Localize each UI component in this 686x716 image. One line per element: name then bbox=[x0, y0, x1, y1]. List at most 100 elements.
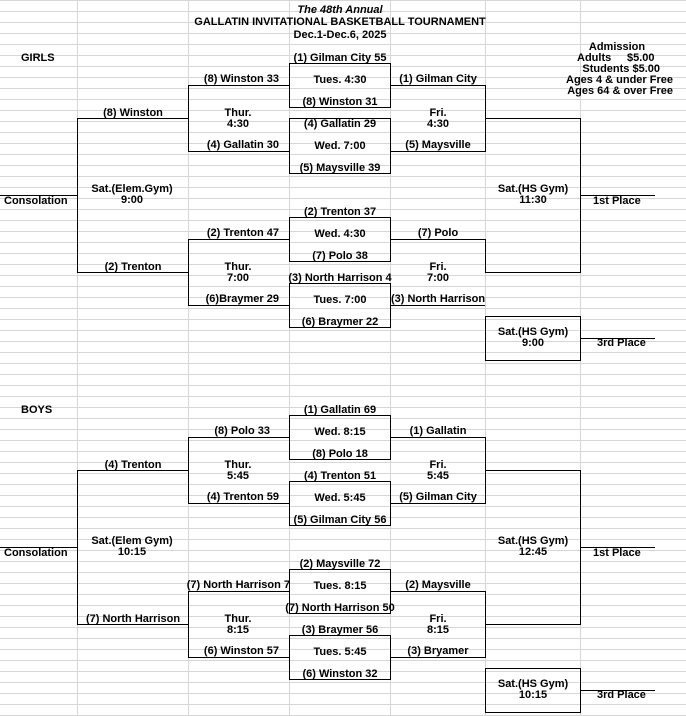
girls-cons-bottom-team: (2) Trenton bbox=[104, 261, 162, 273]
bracket-line bbox=[188, 591, 289, 592]
boys-q4-time: Tues. 5:45 bbox=[313, 646, 367, 658]
girls-fri1-day: Fri. bbox=[429, 107, 447, 119]
bracket-line bbox=[485, 118, 580, 119]
boys-q4-right-result: (3) Bryamer bbox=[407, 645, 469, 657]
bracket-line bbox=[77, 470, 188, 471]
boys-fri1-time: 5:45 bbox=[426, 470, 450, 482]
grid-column-line bbox=[77, 0, 78, 716]
boys-q3-right-result: (2) Maysville bbox=[405, 579, 471, 591]
girls-fri1-time: 4:30 bbox=[426, 118, 450, 130]
tournament-title: GALLATIN INVITATIONAL BASKETBALL TOURNAM… bbox=[194, 16, 486, 28]
admission-adults-price: $5.00 bbox=[627, 52, 655, 64]
bracket-line bbox=[580, 690, 655, 691]
boys-q2-team-b: (5) Gilman City 56 bbox=[293, 514, 387, 526]
girls-thu2-day: Thur. bbox=[224, 261, 252, 273]
girls-q1-team-b: (8) Winston 31 bbox=[302, 96, 378, 108]
boys-fri1-day: Fri. bbox=[429, 459, 447, 471]
bracket-line bbox=[77, 470, 78, 625]
boys-sat-elem-gym: Sat.(Elem Gym) bbox=[91, 535, 173, 547]
grid-column-line bbox=[289, 0, 290, 716]
girls-thu2-time: 7:00 bbox=[226, 272, 250, 284]
header-line1: The 48th Annual bbox=[297, 4, 383, 16]
boys-thu2-time: 8:15 bbox=[226, 624, 250, 636]
bracket-line bbox=[485, 470, 580, 471]
girls-sat-hs-time: 11:30 bbox=[519, 194, 547, 206]
girls-q2-time: Wed. 7:00 bbox=[314, 140, 366, 152]
girls-consolation-label: Consolation bbox=[4, 195, 68, 207]
grid-column-line bbox=[390, 0, 391, 716]
bracket-line bbox=[0, 547, 77, 548]
girls-q3-right-result: (7) Polo bbox=[417, 227, 459, 239]
girls-q1-right-result: (1) Gilman City bbox=[399, 73, 477, 85]
girls-sat-hs-gym: Sat.(HS Gym) bbox=[497, 183, 569, 195]
boys-sat-elem-time: 10:15 bbox=[117, 546, 147, 558]
girls-sat-elem-time: 9:00 bbox=[120, 194, 144, 206]
boys-thu2-day: Thur. bbox=[224, 613, 252, 625]
boys-third-time: 10:15 bbox=[518, 689, 548, 701]
girls-q3-left-result: (2) Trenton 47 bbox=[206, 227, 279, 239]
girls-q3-time: Wed. 4:30 bbox=[314, 228, 366, 240]
bracket-line bbox=[77, 118, 188, 119]
admission-adults-label: Adults bbox=[577, 52, 612, 64]
bracket-line bbox=[188, 85, 189, 152]
bracket-line bbox=[390, 305, 485, 306]
girls-third-place-label: 3rd Place bbox=[597, 337, 646, 349]
girls-sat-elem-gym: Sat.(Elem.Gym) bbox=[91, 183, 173, 195]
boys-q4-team-a: (3) Braymer 56 bbox=[301, 624, 379, 636]
boys-q1-right-result: (1) Gallatin bbox=[409, 425, 467, 437]
boys-consolation-label: Consolation bbox=[4, 547, 68, 559]
girls-cons-top-team: (8) Winston bbox=[103, 107, 163, 119]
admission-young: Ages 4 & under Free bbox=[566, 74, 673, 86]
girls-q2-right-result: (5) Maysville bbox=[405, 139, 471, 151]
boys-q3-team-a: (2) Maysville 72 bbox=[299, 558, 381, 570]
grid-column-line bbox=[188, 0, 189, 716]
boys-thu1-day: Thur. bbox=[224, 459, 252, 471]
boys-q4-team-b: (6) Winston 32 bbox=[302, 668, 378, 680]
boys-cons-bottom-team: (7) North Harrison bbox=[85, 613, 181, 625]
boys-q3-team-b: (7) North Harrison 50 bbox=[285, 602, 395, 614]
girls-q4-right-result: (3) North Harrison bbox=[390, 293, 486, 305]
girls-section-label: GIRLS bbox=[21, 52, 55, 64]
boys-sat-hs-gym: Sat.(HS Gym) bbox=[497, 535, 569, 547]
girls-thu1-day: Thur. bbox=[224, 107, 252, 119]
tournament-dates: Dec.1-Dec.6, 2025 bbox=[293, 29, 387, 41]
boys-q3-left-result: (7) North Harrison 7 bbox=[186, 579, 290, 591]
bracket-line bbox=[390, 437, 485, 438]
bracket-line bbox=[580, 338, 655, 339]
girls-q1-left-result: (8) Winston 33 bbox=[203, 73, 279, 85]
boys-fri2-day: Fri. bbox=[429, 613, 447, 625]
bracket-line bbox=[188, 657, 289, 658]
boys-q2-team-a: (4) Trenton 51 bbox=[303, 470, 377, 482]
bracket-line bbox=[188, 305, 289, 306]
boys-third-place-label: 3rd Place bbox=[597, 689, 646, 701]
boys-q1-team-b: (8) Polo 18 bbox=[312, 448, 368, 460]
admission-senior: Ages 64 & over Free bbox=[567, 85, 673, 97]
girls-third-time: 9:00 bbox=[521, 337, 545, 349]
bracket-line bbox=[188, 437, 189, 504]
bracket-line bbox=[485, 272, 580, 273]
bracket-line bbox=[188, 85, 289, 86]
bracket-line bbox=[188, 437, 289, 438]
boys-q2-right-result: (5) Gilman City bbox=[399, 491, 477, 503]
boys-q1-left-result: (8) Polo 33 bbox=[214, 425, 270, 437]
boys-first-place-label: 1st Place bbox=[593, 547, 641, 559]
girls-fri2-day: Fri. bbox=[429, 261, 447, 273]
girls-first-place-label: 1st Place bbox=[593, 195, 641, 207]
girls-q2-left-result: (4) Gallatin 30 bbox=[206, 139, 279, 151]
bracket-line bbox=[188, 151, 289, 152]
girls-q1-team-a: (1) Gilman City 55 bbox=[293, 52, 387, 64]
girls-thu1-time: 4:30 bbox=[226, 118, 250, 130]
boys-q1-team-a: (1) Gallatin 69 bbox=[303, 404, 377, 416]
girls-q3-team-b: (7) Polo 38 bbox=[312, 250, 368, 262]
bracket-line bbox=[485, 624, 580, 625]
boys-third-gym: Sat.(HS Gym) bbox=[497, 678, 569, 690]
girls-q3-team-a: (2) Trenton 37 bbox=[303, 206, 377, 218]
bracket-line bbox=[485, 239, 486, 273]
admission-title: Admission bbox=[588, 41, 646, 53]
girls-q4-team-b: (6) Braymer 22 bbox=[301, 316, 379, 328]
bracket-line bbox=[77, 624, 188, 625]
boys-fri2-time: 8:15 bbox=[426, 624, 450, 636]
bracket-line bbox=[390, 591, 485, 592]
bracket-line bbox=[188, 503, 289, 504]
girls-q4-team-a: (3) North Harrison 4 bbox=[288, 272, 392, 284]
